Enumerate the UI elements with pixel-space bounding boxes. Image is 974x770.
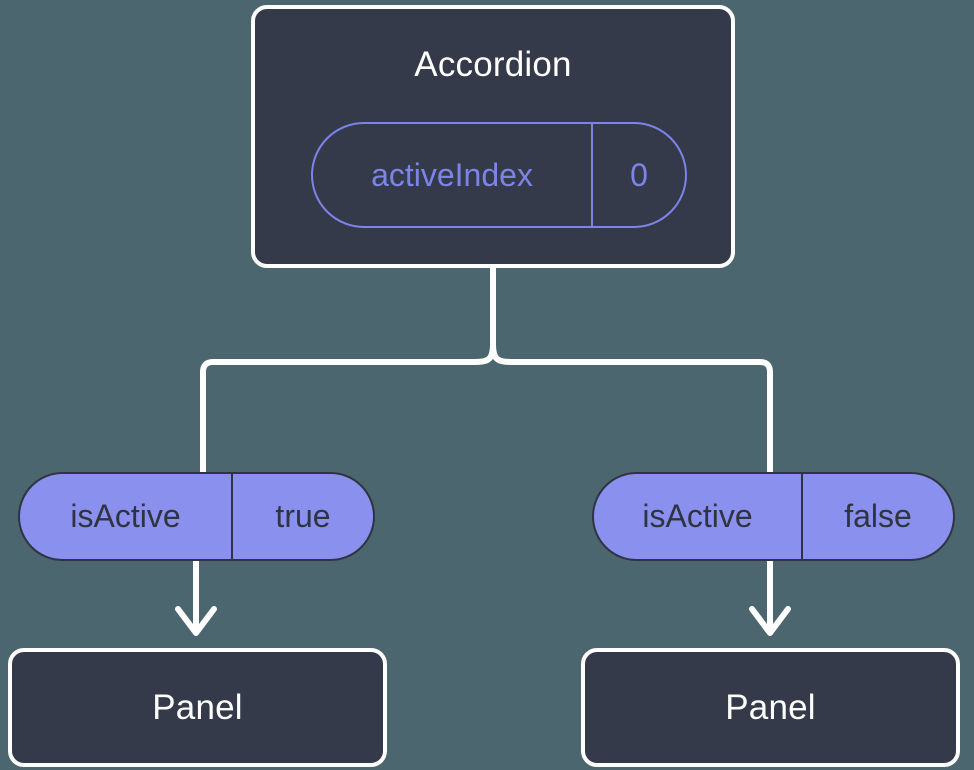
accordion-prop-pill[interactable]: activeIndex 0 — [311, 122, 687, 228]
prop-pill-key-left: isActive — [20, 474, 233, 559]
prop-pill-value-left: true — [275, 498, 331, 534]
arrow-head-right — [749, 606, 791, 636]
branch-left-line — [200, 341, 496, 475]
accordion-title: Accordion — [414, 45, 572, 84]
panel-node-right[interactable]: Panel — [581, 648, 960, 767]
prop-pill-is-active-true[interactable]: isActive true — [18, 472, 375, 561]
branch-right-line — [490, 341, 773, 475]
prop-pill-is-active-false[interactable]: isActive false — [592, 472, 955, 561]
accordion-node[interactable]: Accordion activeIndex 0 — [251, 5, 735, 268]
arrow-head-left — [175, 606, 217, 636]
accordion-prop-key: activeIndex — [313, 124, 593, 226]
prop-pill-key-right: isActive — [594, 474, 803, 559]
accordion-prop-value: 0 — [630, 156, 648, 193]
prop-pill-value-right: false — [844, 498, 912, 534]
panel-node-left[interactable]: Panel — [8, 648, 387, 767]
panel-title-right: Panel — [725, 688, 816, 727]
panel-title-left: Panel — [152, 688, 243, 727]
